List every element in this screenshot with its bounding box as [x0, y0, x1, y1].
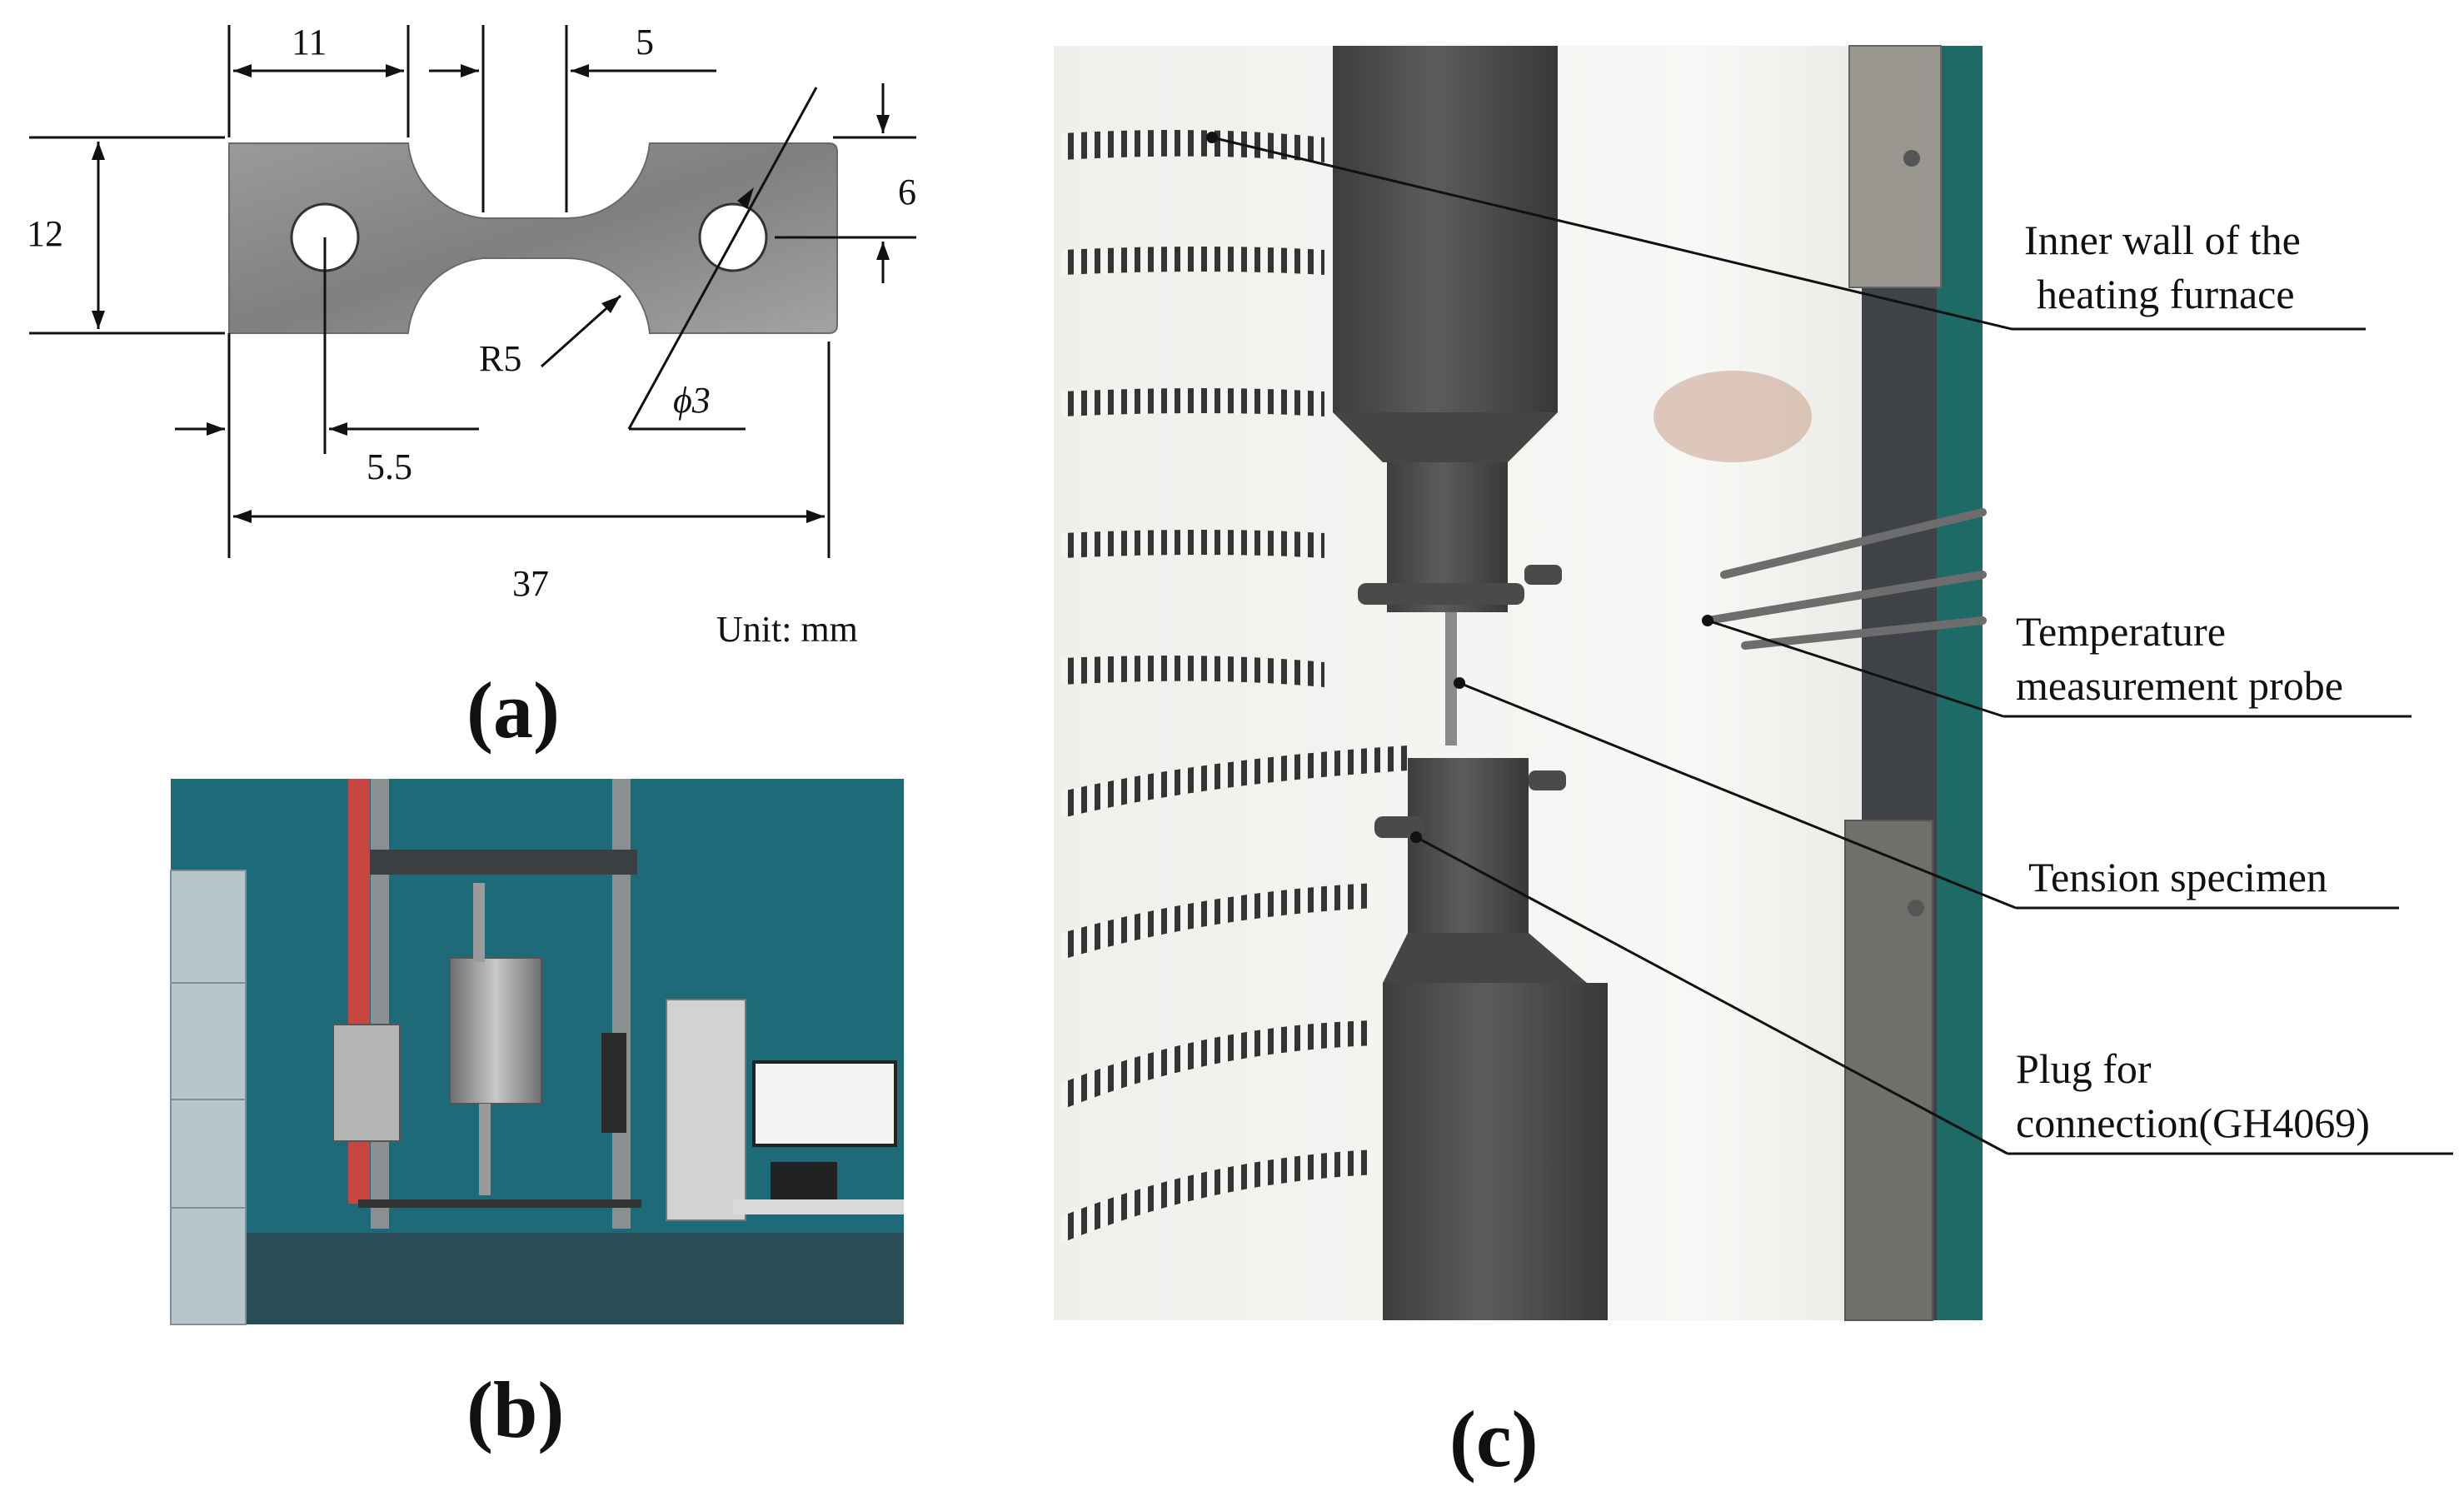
tension-specimen-plate: [228, 142, 838, 334]
label-inner-wall-line1: Inner wall of the: [2024, 217, 2301, 263]
computer-monitor: [752, 1060, 897, 1147]
specimen-in-grips: [1445, 612, 1457, 746]
dim-12: 12: [27, 213, 63, 254]
machine-column-right: [612, 779, 631, 1229]
furnace-door-strip: [1937, 46, 1983, 1320]
dim-37: 37: [512, 563, 549, 604]
machine-column-left: [371, 779, 389, 1229]
dimension-arrows: [92, 64, 890, 523]
dim-11: 11: [292, 22, 327, 62]
dimension-lines: [29, 25, 916, 558]
unit-label: Unit: mm: [716, 609, 858, 650]
panel-a: 11 5 12 6 R5 ϕ3 5.5 37 Unit: mm (a): [27, 22, 916, 755]
panel-label-c: (c): [1449, 1394, 1539, 1484]
dim-r5: R5: [479, 338, 521, 379]
door-bracket-bottom: [1844, 820, 1933, 1321]
lower-grip: [1408, 758, 1529, 933]
lower-pull-rod: [1383, 983, 1608, 1320]
controller-cabinet: [666, 999, 746, 1221]
dim-5-5: 5.5: [367, 446, 412, 487]
panel-label-b: (b): [466, 1365, 564, 1454]
heating-coils: [1062, 130, 1408, 1243]
label-inner-wall-line2: heating furnace: [2037, 271, 2295, 317]
label-plug-line2: connection(GH4069): [2016, 1100, 2370, 1146]
dim-phi3: ϕ3: [673, 380, 711, 421]
panel-label-a: (a): [466, 666, 560, 755]
annotation-leaders: [1211, 136, 2453, 1155]
label-tension-specimen: Tension specimen: [2028, 854, 2327, 900]
panel-c: Inner wall of the heating furnace Temper…: [1054, 45, 2453, 1484]
door-bracket-top: [1848, 45, 1942, 288]
furnace-cylinder: [449, 957, 542, 1105]
dim-6: 6: [898, 172, 916, 212]
label-plug-line1: Plug for: [2016, 1045, 2152, 1092]
temperature-probes: [1703, 508, 1987, 650]
wall-stain: [1653, 371, 1812, 462]
machine-crosshead: [367, 850, 637, 875]
panel-b: (b): [170, 779, 904, 1454]
leader-dots: [1206, 132, 1713, 843]
connection-plug: [1374, 816, 1424, 838]
control-panel: [601, 1033, 626, 1133]
label-probe-line1: Temperature: [2016, 608, 2226, 655]
desk: [733, 1199, 904, 1214]
lab-floor: [171, 1233, 904, 1324]
upper-pull-rod: [1333, 46, 1558, 412]
label-probe-line2: measurement probe: [2016, 662, 2343, 709]
storage-cabinet: [170, 870, 247, 1325]
extensometer-unit: [332, 1024, 401, 1142]
dim-5: 5: [636, 22, 654, 62]
